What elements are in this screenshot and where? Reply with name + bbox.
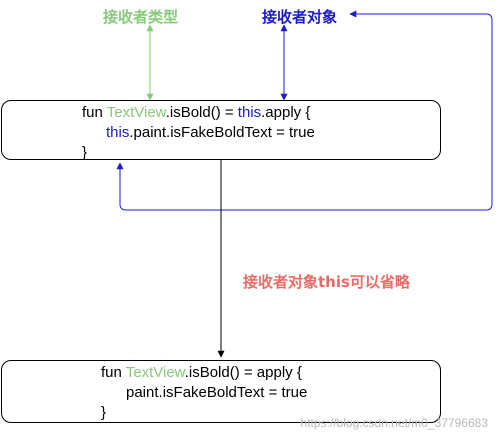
code-signature: .isBold() = bbox=[165, 104, 238, 121]
watermark: https://blog.csdn.net/m0_37796683 bbox=[300, 416, 488, 430]
code-receiver-type: TextView bbox=[106, 104, 166, 121]
receiver-object-label: 接收者对象 bbox=[262, 8, 338, 26]
code-this-keyword: this bbox=[237, 104, 262, 121]
code-box-implicit-this: fun TextView.isBold() = apply { paint.is… bbox=[1, 360, 441, 423]
code-line-1: fun TextView.isBold() = apply { bbox=[101, 362, 302, 383]
code-closing-brace: } bbox=[101, 404, 107, 421]
code-statement: .paint.isFakeBoldText = true bbox=[129, 124, 315, 141]
receiver-type-label: 接收者类型 bbox=[103, 8, 179, 26]
code-this-keyword: this bbox=[106, 124, 130, 141]
code-line-3: } bbox=[82, 142, 87, 163]
code-line-3: } bbox=[101, 402, 106, 423]
code-line-2: this.paint.isFakeBoldText = true bbox=[106, 122, 315, 143]
code-line-1: fun TextView.isBold() = this.apply { bbox=[82, 102, 310, 123]
code-fun-keyword: fun bbox=[82, 104, 107, 121]
code-closing-brace: } bbox=[82, 144, 88, 161]
code-signature: .isBold() = apply { bbox=[184, 364, 302, 381]
code-line-2: paint.isFakeBoldText = true bbox=[126, 382, 307, 403]
this-omittable-note: 接收者对象this可以省略 bbox=[243, 273, 410, 291]
code-receiver-type: TextView bbox=[125, 364, 185, 381]
code-box-explicit-this: fun TextView.isBold() = this.apply { thi… bbox=[1, 100, 441, 163]
this-loop-arrow bbox=[116, 10, 493, 211]
code-statement: paint.isFakeBoldText = true bbox=[126, 384, 308, 401]
code-apply-call: .apply { bbox=[261, 104, 311, 121]
code-fun-keyword: fun bbox=[101, 364, 126, 381]
